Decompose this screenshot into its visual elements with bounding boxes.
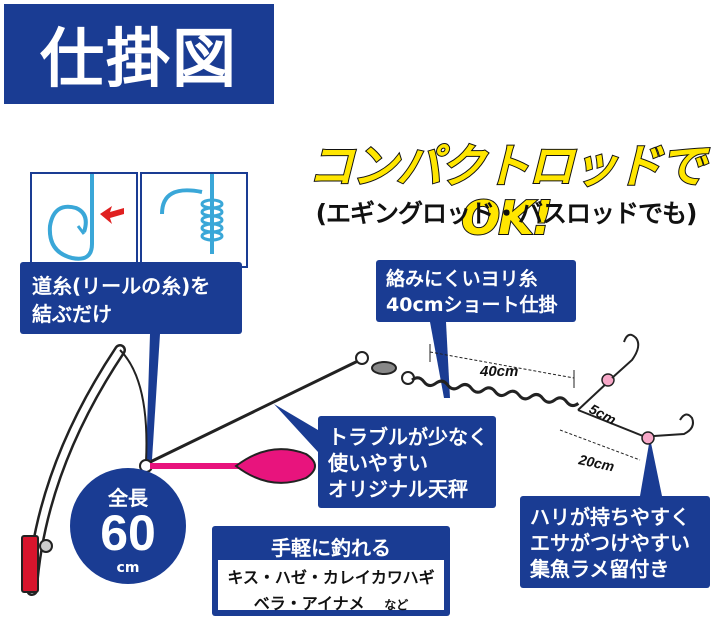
dimension-40cm: [429, 344, 575, 388]
lower-branch-line: [577, 409, 649, 439]
dimension-20cm: [559, 429, 641, 461]
sinker-icon: [150, 448, 316, 484]
lower-hook-icon: [653, 413, 694, 437]
total-length-badge: 全長 60 cm: [70, 468, 186, 584]
main-line: [145, 358, 361, 466]
knot-note-line-1: 道糸(リールの糸)を: [32, 274, 211, 298]
leader-length-label: 40cm: [479, 363, 518, 380]
total-length-unit: cm: [116, 560, 140, 576]
upper-hook-icon: [611, 333, 640, 379]
species-line-1: キス・ハゼ・カレイカワハギ: [227, 568, 435, 587]
sinker-note-line-2: 使いやすい: [328, 451, 428, 475]
hooks-note-pointer: [640, 438, 662, 496]
coiled-knot-icon: [160, 174, 224, 254]
page-title: 仕掛図: [40, 23, 238, 97]
sinker-note-line-1: トラブルが少なく: [328, 425, 488, 449]
upper-bead-icon: [601, 373, 615, 387]
loop-knot-icon: [47, 174, 94, 261]
fishing-rod-icon: [21, 344, 148, 596]
knot-note-pointer: [146, 334, 160, 460]
leader-note-pointer: [430, 322, 450, 398]
species-heading: 手軽に釣れる: [271, 536, 391, 560]
knot-note-line-2: 結ぶだけ: [32, 302, 112, 326]
leader-note: 絡みにくいヨリ糸 40cmショート仕掛: [376, 260, 576, 322]
total-length-label: 全長: [108, 486, 148, 510]
hooks-note-line-2: エサがつけやすい: [530, 531, 690, 555]
knot-step-2-panel: [140, 172, 248, 268]
sinker-note-pointer: [274, 404, 318, 452]
hooks-note-line-3: 集魚ラメ留付き: [530, 557, 670, 581]
target-species-box: 手軽に釣れる キス・ハゼ・カレイカワハギ ベラ・アイナメ など: [212, 526, 450, 616]
subheadline: (エギングロッド・バスロッドでも): [315, 199, 698, 228]
hooks-note: ハリが持ちやすく エサがつけやすい 集魚ラメ留付き: [520, 496, 710, 588]
hook-spacing-label: 20cm: [576, 451, 615, 474]
title-banner: 仕掛図: [4, 4, 274, 104]
sinker-note-line-3: オリジナル天秤: [328, 477, 468, 501]
species-list: キス・ハゼ・カレイカワハギ ベラ・アイナメ など: [218, 560, 444, 613]
leader-note-line-1: 絡みにくいヨリ糸: [386, 268, 538, 290]
swivel-icon: [355, 351, 415, 385]
species-suffix: など: [384, 598, 409, 612]
species-line-2: ベラ・アイナメ: [253, 594, 365, 613]
headline: コンパクトロッドでOK!: [307, 139, 707, 245]
hooks-note-line-1: ハリが持ちやすく: [530, 505, 690, 529]
sinker-note: トラブルが少なく 使いやすい オリジナル天秤: [318, 416, 496, 508]
upper-branch-line: [577, 381, 609, 411]
lower-bead-icon: [641, 431, 655, 445]
knot-note: 道糸(リールの糸)を 結ぶだけ: [20, 262, 242, 334]
total-length-value: 60: [100, 505, 156, 561]
leader-note-line-2: 40cmショート仕掛: [386, 294, 558, 316]
twisted-leader-line: [411, 376, 580, 408]
